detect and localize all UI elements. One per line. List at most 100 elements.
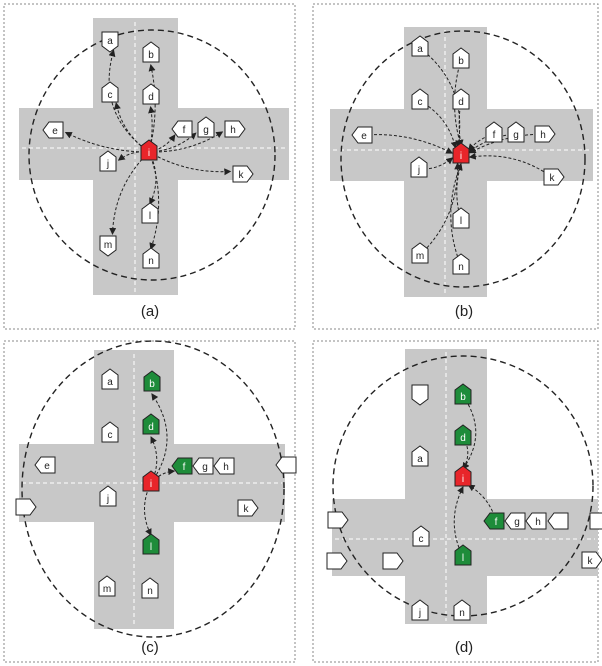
panel-frame (312, 3, 599, 330)
vehicle-node-n: n (141, 577, 159, 599)
vehicle-node-f: f (485, 121, 503, 143)
vehicle-label: n (148, 256, 154, 267)
vehicle-label: b (149, 379, 155, 390)
vehicle-node-g: g (197, 116, 215, 138)
vehicle-label: k (244, 504, 250, 515)
vehicle-node-unlabeled (275, 456, 297, 474)
vehicle-node-unlabeled (589, 512, 602, 530)
vehicle-node-b: b (452, 47, 470, 69)
vehicle-node-m: m (98, 575, 116, 597)
link-k (148, 151, 232, 176)
vehicle-label: g (203, 125, 209, 136)
vehicle-node-h: h (213, 457, 235, 475)
vehicle-label: k (550, 173, 556, 184)
vehicle-label: e (361, 131, 367, 142)
vehicle-node-h: h (224, 120, 246, 138)
link-n (450, 163, 463, 267)
vehicle-node-l: l (454, 544, 472, 566)
vehicle-node-center: i (142, 470, 160, 492)
link-n (148, 151, 160, 250)
vehicle-node-k: k (237, 499, 259, 517)
vehicle-label: b (458, 56, 464, 67)
vehicle-node-k: k (581, 551, 602, 569)
vehicle-label: k (588, 556, 594, 567)
vehicle-node-c: c (101, 421, 119, 443)
vehicle-label: f (493, 130, 496, 141)
vehicle-label: h (223, 462, 229, 473)
link-a (419, 47, 463, 148)
vehicle-node-center: i (454, 465, 472, 487)
vehicle-label: h (540, 130, 546, 141)
vehicle-node-c: c (411, 88, 429, 110)
vehicle-node-b: b (142, 41, 160, 63)
vehicle-node-center: i (140, 139, 158, 161)
vehicle-label: m (416, 251, 424, 262)
vehicle-label: g (202, 462, 208, 473)
vehicle-node-n: n (452, 253, 470, 275)
link-k (468, 152, 553, 178)
vehicle-node-n: n (453, 599, 471, 621)
vehicle-node-j: j (99, 150, 117, 172)
vehicle-label: f (495, 517, 498, 528)
vehicle-node-g: g (507, 121, 525, 143)
vehicle-label: m (104, 240, 112, 251)
vehicle-label: b (460, 392, 466, 403)
link-a (108, 49, 150, 153)
vehicle-label: a (107, 377, 113, 388)
vehicle-node-f: f (171, 457, 193, 475)
link-d (456, 100, 464, 147)
vehicle-node-j: j (410, 156, 428, 178)
vehicle-node-k: k (543, 168, 565, 186)
vehicle-node-f: f (483, 512, 505, 530)
link-e (64, 132, 150, 153)
vehicle-node-unlabeled (411, 384, 429, 406)
vehicle-label: n (147, 586, 153, 597)
panel-caption: (a) (141, 303, 159, 320)
vehicle-node-n: n (142, 247, 160, 269)
vehicle-label: j (106, 494, 109, 505)
vehicle-label: c (419, 534, 424, 545)
vehicle-label: c (418, 97, 423, 108)
center-label: i (150, 479, 152, 490)
vehicle-label: l (150, 542, 152, 553)
vehicle-node-e: e (42, 121, 64, 139)
vehicle-label: d (458, 97, 464, 108)
vehicle-label: j (106, 159, 109, 170)
link-l (144, 482, 152, 536)
communication-range (340, 30, 586, 288)
vehicle-node-unlabeled (327, 511, 349, 529)
vehicle-label: j (417, 165, 420, 176)
vehicle-label: l (460, 216, 462, 227)
vehicle-node-h: h (525, 512, 547, 530)
vehicle-label: g (513, 130, 519, 141)
link-f (467, 484, 497, 522)
vehicle-label: k (239, 170, 245, 181)
link-m (419, 162, 462, 256)
vehicle-label: h (230, 125, 236, 136)
panel-frame (3, 3, 296, 330)
vehicle-node-l: l (452, 207, 470, 229)
vehicle-node-g: g (504, 512, 526, 530)
link-b (150, 393, 168, 484)
vehicle-node-f: f (171, 120, 193, 138)
vehicle-node-b: b (143, 370, 161, 392)
vehicle-label: a (417, 44, 423, 55)
vehicle-label: j (418, 608, 421, 619)
center-label: i (460, 151, 462, 162)
panel-caption: (c) (141, 639, 159, 656)
vehicle-label: n (459, 608, 465, 619)
link-d (148, 106, 156, 153)
vehicle-label: e (44, 461, 50, 472)
vehicle-label: n (458, 262, 464, 273)
vehicle-node-unlabeled (326, 552, 348, 570)
vehicle-label: g (514, 517, 520, 528)
vehicle-label: c (108, 90, 113, 101)
vehicle-label: c (108, 430, 113, 441)
vehicle-node-k: k (232, 165, 254, 183)
vehicle-node-c: c (101, 81, 119, 103)
vehicle-node-d: d (142, 413, 160, 435)
vehicle-label: d (148, 422, 154, 433)
